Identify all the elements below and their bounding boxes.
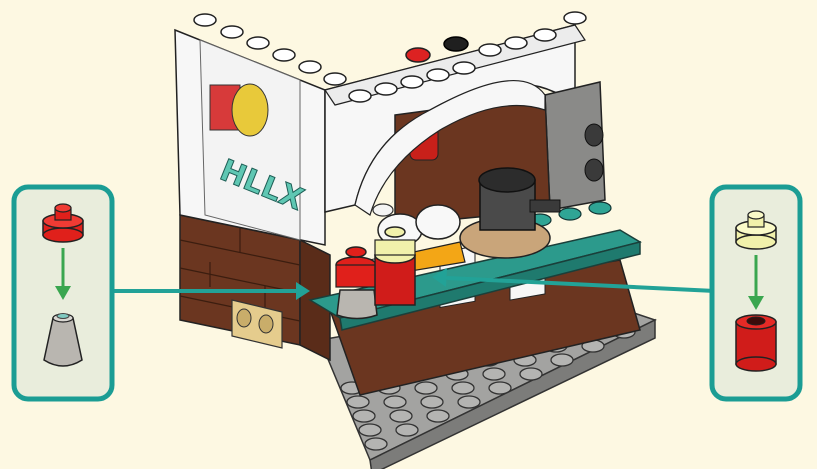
plate-stud [384,396,406,408]
technic-hole [237,309,251,327]
pillar-stud [585,159,603,181]
callout-right [712,187,800,399]
plate-stud [427,410,449,422]
plate-stud [458,396,480,408]
pot-handle [530,200,560,212]
plate-stud [483,368,505,380]
red-knob [406,48,430,62]
pot-rim [479,168,535,192]
plate-stud [520,368,542,380]
callout-left [14,187,112,399]
plate-stud [396,424,418,436]
plate-stud [415,382,437,394]
plate-stud [551,354,573,366]
plate-stud [390,410,412,422]
plate-stud [359,424,381,436]
plate-stud [452,382,474,394]
plate-stud [347,396,369,408]
plate-stud [365,438,387,450]
plate-stud [353,410,375,422]
plate-stud [421,396,443,408]
pillar-stud [585,124,603,146]
red-round-brick [736,315,776,371]
plate-stud [489,382,511,394]
black-knob [444,37,468,51]
steamed-bun [416,205,460,239]
technic-hole [259,315,273,333]
poster-art-yellow [232,84,268,136]
